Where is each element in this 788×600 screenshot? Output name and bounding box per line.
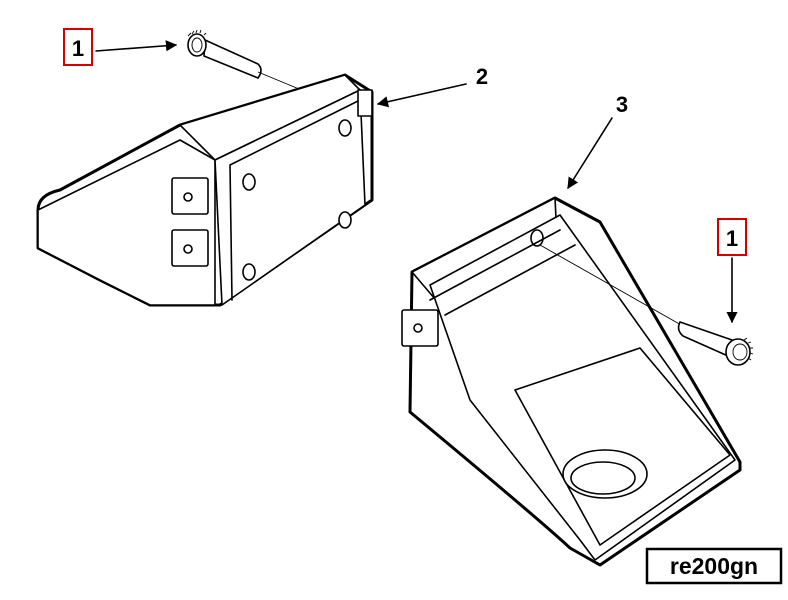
callout-3: 3 bbox=[567, 92, 628, 189]
bracket-left-plate bbox=[214, 89, 366, 306]
bolt-right-head bbox=[725, 338, 751, 366]
reference-code-frame bbox=[645, 547, 783, 585]
bracket-right-hole bbox=[530, 229, 544, 247]
bracket-left-tab bbox=[357, 89, 373, 117]
bracket-left-side-face bbox=[37, 139, 216, 306]
callout-1-top-box bbox=[63, 28, 93, 66]
bracket-left-hole-2 bbox=[338, 119, 352, 137]
bracket-right bbox=[401, 196, 742, 567]
callout-1-top: 1 bbox=[63, 28, 178, 66]
reference-code-box: re200gn bbox=[645, 547, 783, 585]
bolt-top-head bbox=[187, 33, 207, 57]
callout-3-label: 3 bbox=[616, 92, 628, 117]
bracket-right-bore-inner bbox=[570, 461, 636, 495]
bracket-left-hole-3 bbox=[242, 263, 256, 281]
callout-1-right-label: 1 bbox=[726, 226, 738, 251]
bracket-left-hole-1 bbox=[242, 173, 256, 191]
bracket-left-nut-lower bbox=[171, 229, 209, 267]
callout-2-arrow bbox=[376, 83, 467, 108]
bracket-right-rail bbox=[429, 229, 576, 316]
bolt-top-shank bbox=[203, 39, 262, 79]
bolt-top-head-ring bbox=[191, 37, 203, 53]
callout-2-label: 2 bbox=[476, 64, 488, 89]
bracket-right-floor bbox=[514, 347, 731, 546]
callout-1-right: 1 bbox=[717, 218, 747, 324]
bracket-right-outline bbox=[408, 196, 742, 567]
callout-1-right-box bbox=[717, 218, 747, 256]
bolt-right bbox=[677, 321, 754, 366]
bracket-left-plate-edge bbox=[229, 99, 361, 301]
bolt-right-knurl bbox=[743, 337, 754, 361]
bracket-left-nut-upper bbox=[171, 177, 209, 215]
bolt-right-head-ring bbox=[732, 343, 748, 361]
callout-3-arrow bbox=[567, 117, 613, 189]
bracket-right-bolt-axis bbox=[539, 244, 691, 331]
bolt-right-shank bbox=[677, 321, 733, 357]
bracket-right-nut bbox=[401, 309, 439, 347]
reference-code: re200gn bbox=[670, 553, 758, 579]
bracket-left bbox=[36, 73, 374, 307]
bracket-left-hole-4 bbox=[338, 211, 352, 229]
callout-1-top-arrow bbox=[95, 40, 178, 52]
bolt-top-knurl bbox=[187, 29, 207, 37]
callout-1-top-label: 1 bbox=[72, 36, 84, 61]
callout-2: 2 bbox=[376, 64, 488, 108]
